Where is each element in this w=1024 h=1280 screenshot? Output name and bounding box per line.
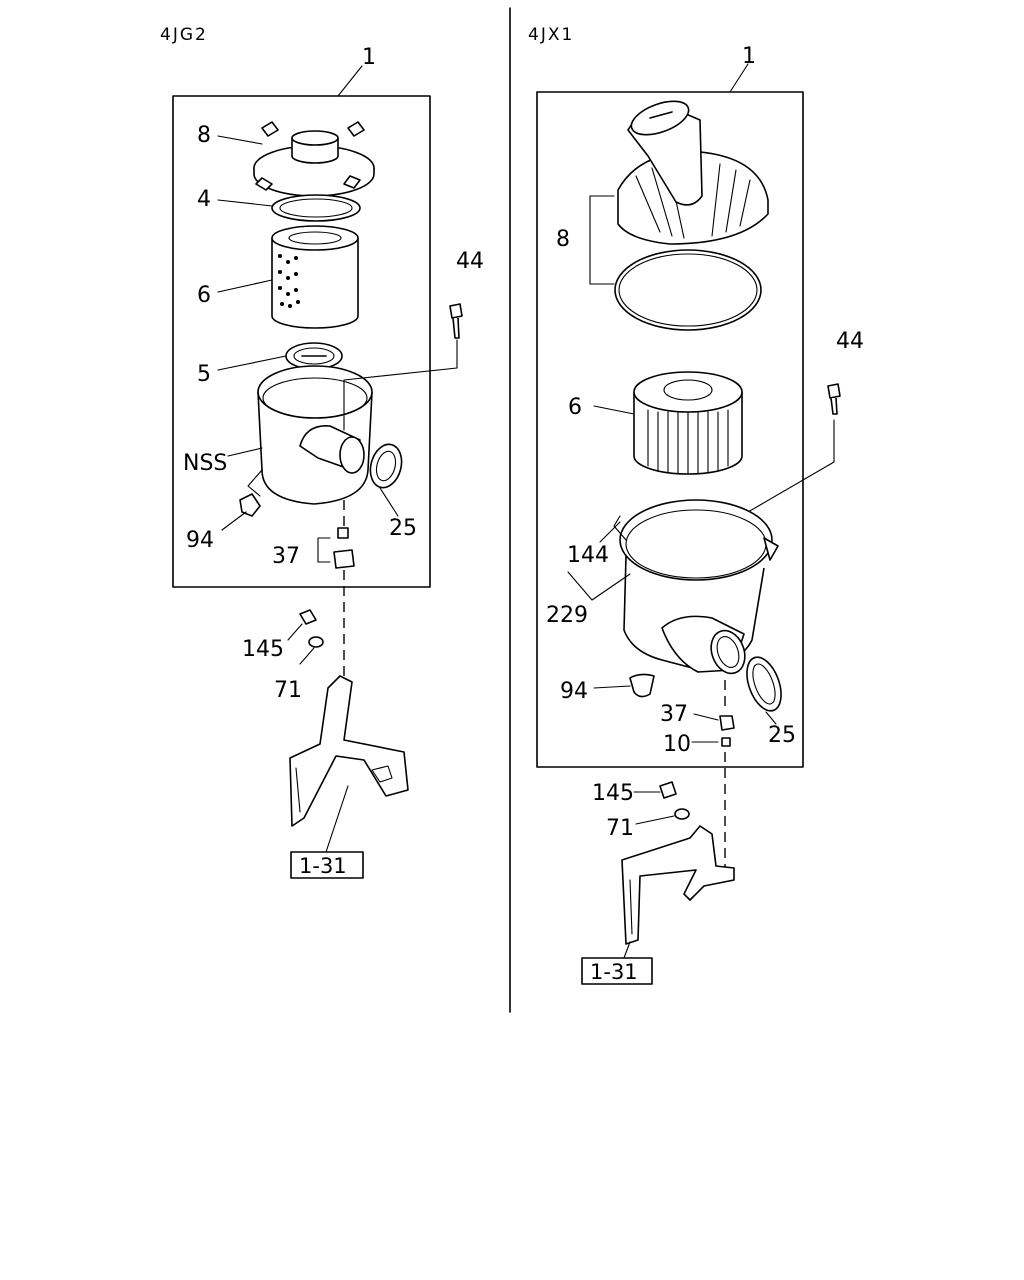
right-label-element: 6: [568, 395, 582, 420]
left-label-body: NSS: [183, 451, 227, 476]
left-nut: [333, 527, 355, 569]
right-label-assembly: 1: [742, 44, 756, 69]
right-diagram: 4JX1 1 8: [528, 25, 864, 985]
left-engine-title: 4JG2: [160, 25, 208, 45]
left-reference: 1-31: [299, 854, 347, 878]
left-reference-box: [290, 851, 364, 879]
left-label-bolt: 44: [456, 249, 484, 274]
right-label-washer: 71: [606, 816, 634, 841]
right-stud: [721, 737, 731, 747]
left-hose-ring: [369, 443, 403, 489]
left-label-hose: 25: [389, 516, 417, 541]
right-label-bolt: 44: [836, 329, 864, 354]
left-label-screw: 145: [242, 637, 284, 662]
right-screw: [659, 781, 677, 799]
left-vacuator-valve: [239, 493, 261, 517]
left-label-gasket: 4: [197, 187, 211, 212]
right-label-valve: 94: [560, 679, 588, 704]
right-label-body: 229: [546, 603, 588, 628]
left-label-nut: 37: [272, 544, 300, 569]
right-label-hose: 25: [768, 723, 796, 748]
left-label-washer: 71: [274, 678, 302, 703]
right-label-cover: 8: [556, 227, 570, 252]
right-engine-title: 4JX1: [528, 25, 574, 45]
left-gasket: [271, 194, 361, 222]
right-vacuator-valve: [629, 673, 655, 698]
right-reference-box: [581, 957, 653, 985]
left-label-assembly: 1: [362, 45, 376, 70]
right-bracket: [621, 825, 735, 945]
right-reference: 1-31: [590, 960, 638, 984]
left-bolt: [449, 303, 463, 339]
left-diagram: 4JG2 1 8 4: [160, 25, 484, 879]
left-seal-ring: [285, 342, 343, 370]
right-assembly-leader: [729, 63, 749, 93]
right-cover: [617, 100, 769, 245]
left-filter-element: [271, 225, 359, 329]
left-cover: [253, 121, 375, 197]
left-assembly-leader: [337, 65, 363, 97]
left-screw: [299, 609, 317, 625]
left-label-cover: 8: [197, 123, 211, 148]
right-hose-ring: [746, 656, 782, 712]
right-bolt: [827, 383, 841, 415]
right-label-stud: 10: [663, 732, 691, 757]
left-assembly-frame: [172, 95, 431, 588]
right-label-nut: 37: [660, 702, 688, 727]
right-assembly-frame: [536, 91, 804, 768]
right-label-screw: 145: [592, 781, 634, 806]
right-filter-element: [633, 371, 743, 475]
left-filter-body: [247, 365, 373, 505]
left-label-element: 6: [197, 283, 211, 308]
left-bolt-leader: [343, 339, 458, 431]
left-label-seal: 5: [197, 362, 211, 387]
right-label-clip: 144: [567, 543, 609, 568]
left-bracket: [289, 675, 409, 827]
right-bolt-leader: [723, 419, 835, 527]
right-washer: [674, 808, 690, 820]
right-cover-gasket: [614, 249, 762, 331]
right-nut: [719, 715, 735, 731]
left-label-valve: 94: [186, 528, 214, 553]
right-filter-body: [613, 499, 779, 675]
left-washer: [308, 636, 324, 648]
